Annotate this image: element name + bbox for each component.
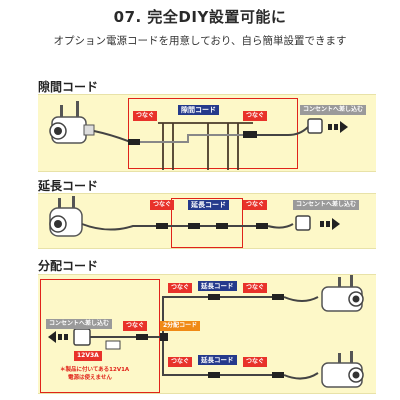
camera-icon bbox=[321, 351, 364, 388]
tag-outlet: コンセントへ差し込む bbox=[293, 200, 360, 210]
adapter-rating: 12V3A bbox=[74, 351, 102, 361]
tag-connect-left: つなぐ bbox=[150, 200, 175, 210]
tag-outlet: コンセントへ差し込む bbox=[46, 319, 113, 329]
power-adapter-icon bbox=[73, 328, 121, 350]
tag-connect-right: つなぐ bbox=[243, 111, 268, 121]
panel-gap: つなぐ 隙間コード つなぐ コンセントへ差し込む bbox=[38, 94, 376, 172]
splitter-diagram-art bbox=[48, 275, 364, 388]
camera-icon bbox=[49, 101, 95, 144]
tag-connect-right: つなぐ bbox=[243, 200, 268, 210]
warning-note-line2: 電源は使えません bbox=[68, 375, 112, 381]
tag-connect-bottom2: つなぐ bbox=[243, 357, 268, 367]
tag-gap-cable: 隙間コード bbox=[178, 105, 219, 115]
tag-extension-cable: 延長コード bbox=[188, 200, 229, 210]
power-adapter-icon bbox=[267, 215, 311, 231]
tag-ext-top: 延長コード bbox=[198, 281, 237, 291]
tag-connect-bottom: つなぐ bbox=[168, 357, 193, 367]
tag-connect-adapter: つなぐ bbox=[123, 321, 148, 331]
arrow-right-icon bbox=[320, 218, 340, 230]
section-label-gap: 隙間コード bbox=[38, 80, 99, 94]
power-adapter-icon bbox=[287, 118, 323, 136]
window-frame-icon bbox=[158, 122, 253, 170]
tag-splitter: 2分配コード bbox=[160, 321, 201, 331]
extension-diagram-art bbox=[49, 196, 340, 237]
section-label-extension: 延長コード bbox=[38, 179, 99, 193]
page-title: 07. 完全DIY設置可能に bbox=[113, 8, 287, 26]
section-label-splitter: 分配コード bbox=[38, 259, 99, 273]
camera-icon bbox=[321, 275, 364, 312]
panel-splitter: コンセントへ差し込む つなぐ 2分配コード つなぐ 延長コード つなぐ つなぐ … bbox=[38, 274, 376, 394]
camera-icon bbox=[49, 196, 83, 237]
tag-outlet: コンセントへ差し込む bbox=[300, 105, 367, 115]
panel-extension: つなぐ 延長コード つなぐ コンセントへ差し込む bbox=[38, 193, 376, 249]
arrow-left-icon bbox=[48, 331, 68, 343]
warning-note-line1: ＊製品に付いてある12V1A bbox=[60, 367, 130, 373]
tag-connect-top: つなぐ bbox=[168, 283, 193, 293]
arrow-right-icon bbox=[328, 121, 348, 133]
tag-ext-bottom: 延長コード bbox=[198, 355, 237, 365]
tag-connect-top2: つなぐ bbox=[243, 283, 268, 293]
gap-diagram-art bbox=[49, 101, 348, 170]
highlight-box-extension bbox=[171, 198, 243, 248]
tag-connect-left: つなぐ bbox=[133, 111, 158, 121]
page-subtitle: オプション電源コードを用意しており、自ら簡単設置できます bbox=[53, 35, 347, 47]
